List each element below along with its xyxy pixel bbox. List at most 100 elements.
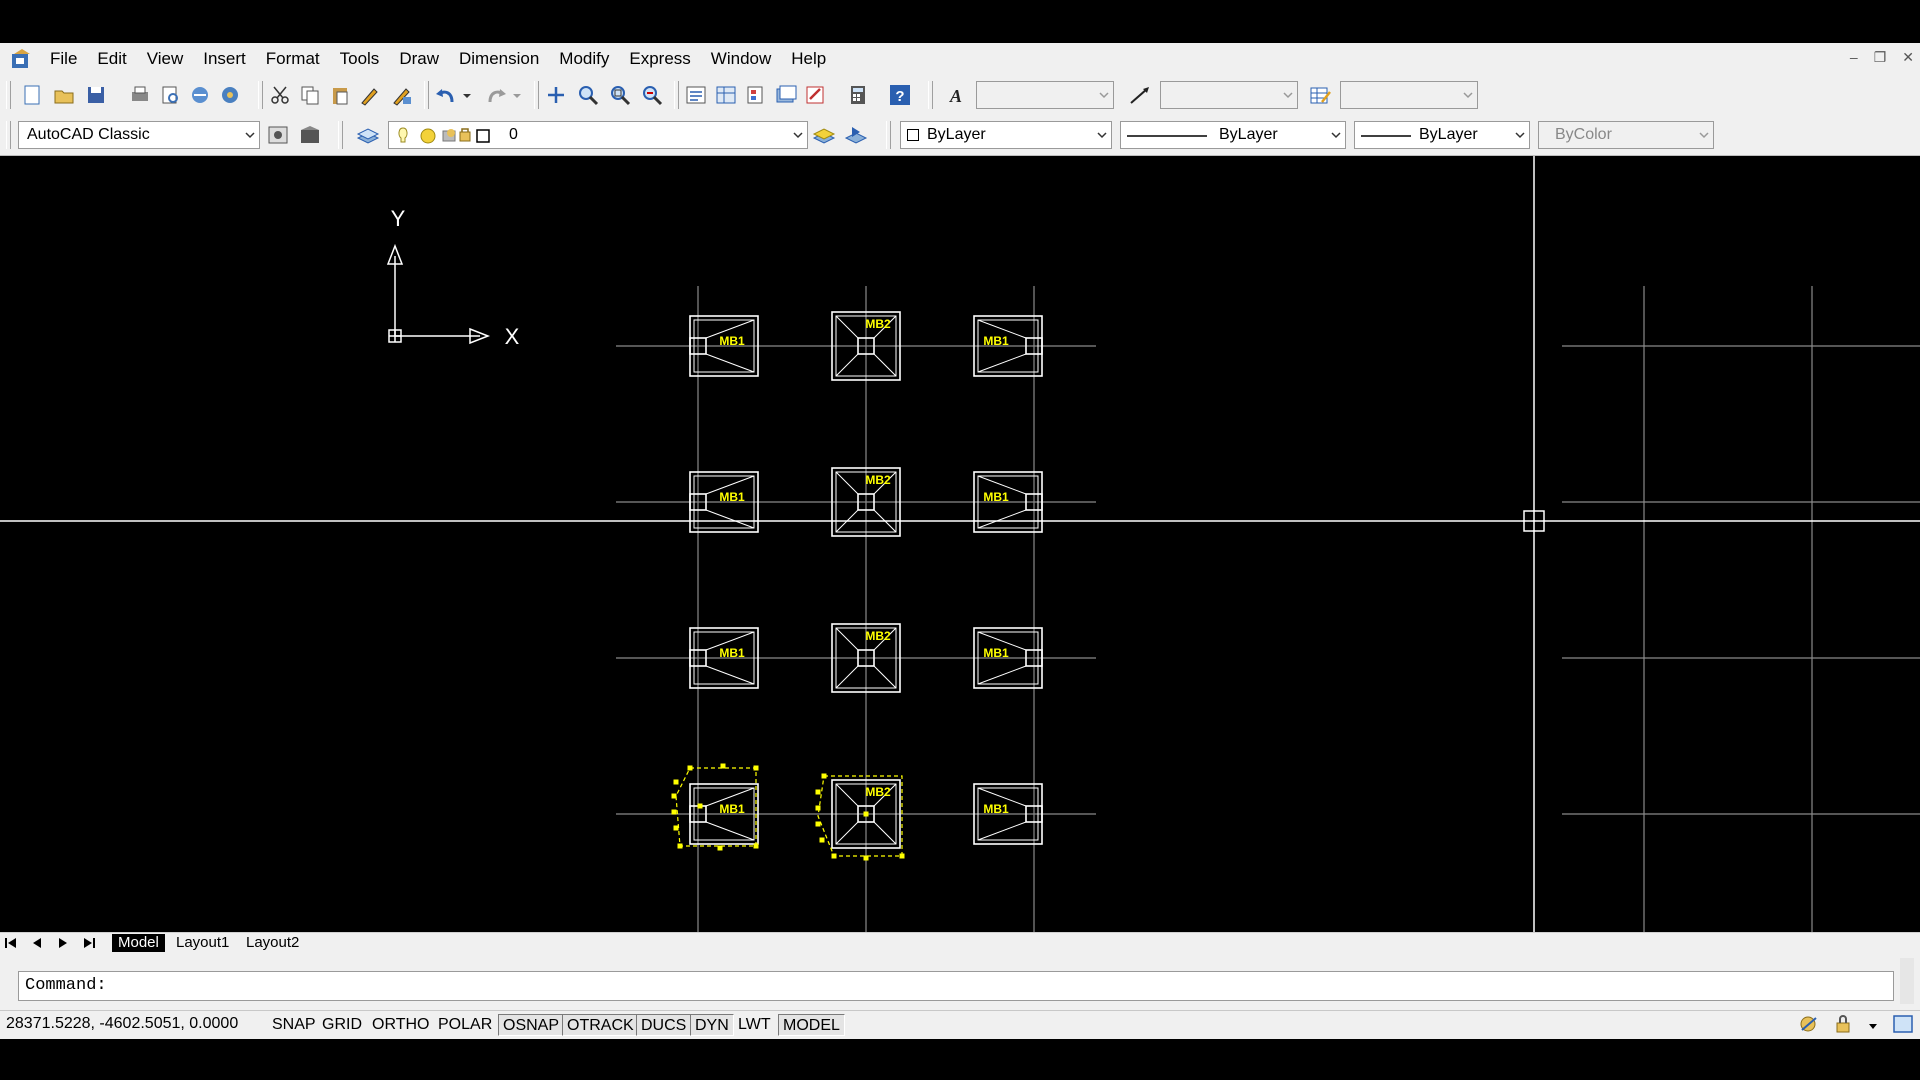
copy-icon[interactable] <box>298 84 322 106</box>
undo-dropdown-icon[interactable] <box>462 84 472 106</box>
restore-icon[interactable]: ❐ <box>1873 49 1887 65</box>
publish-icon[interactable] <box>188 84 212 106</box>
menu-tools[interactable]: Tools <box>339 49 380 68</box>
lineweight-combo[interactable]: ByLayer <box>1354 121 1530 149</box>
tab-layout1[interactable]: Layout1 <box>176 934 230 951</box>
slope-line <box>835 821 859 845</box>
snap-toggle[interactable]: SNAP <box>272 1016 316 1033</box>
plot-icon[interactable] <box>128 84 152 106</box>
command-scrollbar[interactable] <box>1900 958 1914 1004</box>
menu-insert[interactable]: Insert <box>203 49 246 68</box>
plotstyle-value: ByColor <box>1555 126 1612 143</box>
last-tab-icon[interactable] <box>80 935 98 951</box>
quickcalc-icon[interactable] <box>846 84 870 106</box>
new-file-icon[interactable] <box>20 84 44 106</box>
cut-icon[interactable] <box>268 84 292 106</box>
close-icon[interactable]: ✕ <box>1902 49 1914 65</box>
grip-point <box>677 843 683 849</box>
block-editor-icon[interactable] <box>390 84 414 106</box>
text-style-icon[interactable]: A <box>944 84 968 106</box>
previous-tab-icon[interactable] <box>28 935 46 951</box>
cursor-coordinates[interactable]: 28371.5228, -4602.5051, 0.0000 <box>6 1015 239 1032</box>
workspace-settings-icon[interactable] <box>266 124 290 146</box>
next-tab-icon[interactable] <box>54 935 72 951</box>
linetype-combo[interactable]: ByLayer <box>1120 121 1346 149</box>
color-combo[interactable]: ByLayer <box>900 121 1112 149</box>
paste-icon[interactable] <box>328 84 352 106</box>
selection-grips[interactable] <box>671 763 905 861</box>
polar-toggle[interactable]: POLAR <box>438 1016 493 1033</box>
status-menu-arrow-icon[interactable] <box>1866 1014 1880 1034</box>
autocad-app-icon[interactable] <box>10 48 32 70</box>
tab-model[interactable]: Model <box>112 934 165 952</box>
save-icon[interactable] <box>84 84 108 106</box>
redo-icon[interactable] <box>484 84 508 106</box>
footing-mb2: MB2 <box>831 779 901 849</box>
menu-modify[interactable]: Modify <box>559 49 610 68</box>
toolbar-grip[interactable] <box>6 121 11 149</box>
help-icon[interactable]: ? <box>888 84 912 106</box>
make-object-layer-current-icon[interactable] <box>812 124 836 146</box>
grid-toggle[interactable]: GRID <box>322 1016 362 1033</box>
menu-express[interactable]: Express <box>629 49 691 68</box>
redo-dropdown-icon[interactable] <box>512 84 522 106</box>
plot-preview-icon[interactable] <box>158 84 182 106</box>
menu-dimension[interactable]: Dimension <box>458 49 540 68</box>
match-properties-icon[interactable] <box>358 84 382 106</box>
first-tab-icon[interactable] <box>2 935 20 951</box>
toolbar-grip[interactable] <box>6 81 11 109</box>
menu-view[interactable]: View <box>146 49 184 68</box>
footing-inner <box>835 783 897 845</box>
layer-properties-manager-icon[interactable] <box>356 124 380 146</box>
tab-layout2[interactable]: Layout2 <box>246 934 300 951</box>
markup-set-manager-icon[interactable] <box>804 84 828 106</box>
menu-format[interactable]: Format <box>265 49 320 68</box>
table-style-icon[interactable] <box>1308 84 1332 106</box>
lwt-toggle[interactable]: LWT <box>738 1016 771 1033</box>
layer-combo[interactable]: 0 <box>388 121 808 149</box>
undo-icon[interactable] <box>434 84 458 106</box>
menu-help[interactable]: Help <box>791 49 827 68</box>
slope-line <box>977 319 1027 339</box>
column <box>1025 649 1043 667</box>
footing-label: MB1 <box>983 490 1009 504</box>
dyn-toggle[interactable]: DYN <box>690 1014 734 1036</box>
command-line-input[interactable]: Command: <box>18 971 1894 1001</box>
ucs-x-label: X <box>505 324 520 349</box>
layer-previous-icon[interactable] <box>844 124 868 146</box>
ortho-toggle[interactable]: ORTHO <box>372 1016 430 1033</box>
otrack-toggle[interactable]: OTRACK <box>562 1014 639 1036</box>
menu-window[interactable]: Window <box>710 49 772 68</box>
menu-bar: File Edit View Insert Format Tools Draw … <box>0 43 1920 75</box>
tool-palettes-icon[interactable] <box>744 84 768 106</box>
zoom-realtime-icon[interactable] <box>576 84 600 106</box>
sheet-set-manager-icon[interactable] <box>774 84 798 106</box>
lineweight-sample-icon <box>1361 135 1411 137</box>
slope-line <box>705 509 755 529</box>
menu-edit[interactable]: Edit <box>97 49 127 68</box>
model-toggle[interactable]: MODEL <box>778 1014 845 1036</box>
zoom-previous-icon[interactable] <box>640 84 664 106</box>
dimension-style-icon[interactable] <box>1128 84 1152 106</box>
design-center-icon[interactable] <box>714 84 738 106</box>
zoom-window-icon[interactable] <box>608 84 632 106</box>
properties-icon[interactable] <box>684 84 708 106</box>
my-workspace-icon[interactable] <box>298 124 322 146</box>
minimize-icon[interactable]: – <box>1849 49 1858 65</box>
communication-center-icon[interactable] <box>1798 1014 1820 1034</box>
grip-point <box>899 853 905 859</box>
ducs-toggle[interactable]: DUCS <box>636 1014 692 1036</box>
menu-file[interactable]: File <box>50 49 78 68</box>
toolbar-lock-icon[interactable] <box>1832 1014 1854 1034</box>
pan-realtime-icon[interactable] <box>544 84 568 106</box>
layers-properties-toolbar: AutoCAD Classic 0 ByLayer ByLayer ByLaye… <box>0 115 1920 156</box>
3d-dwf-icon[interactable] <box>218 84 242 106</box>
workspace-combo[interactable]: AutoCAD Classic <box>18 121 260 149</box>
open-file-icon[interactable] <box>52 84 76 106</box>
menu-draw[interactable]: Draw <box>399 49 439 68</box>
clean-screen-icon[interactable] <box>1892 1014 1914 1034</box>
osnap-toggle[interactable]: OSNAP <box>498 1014 565 1036</box>
